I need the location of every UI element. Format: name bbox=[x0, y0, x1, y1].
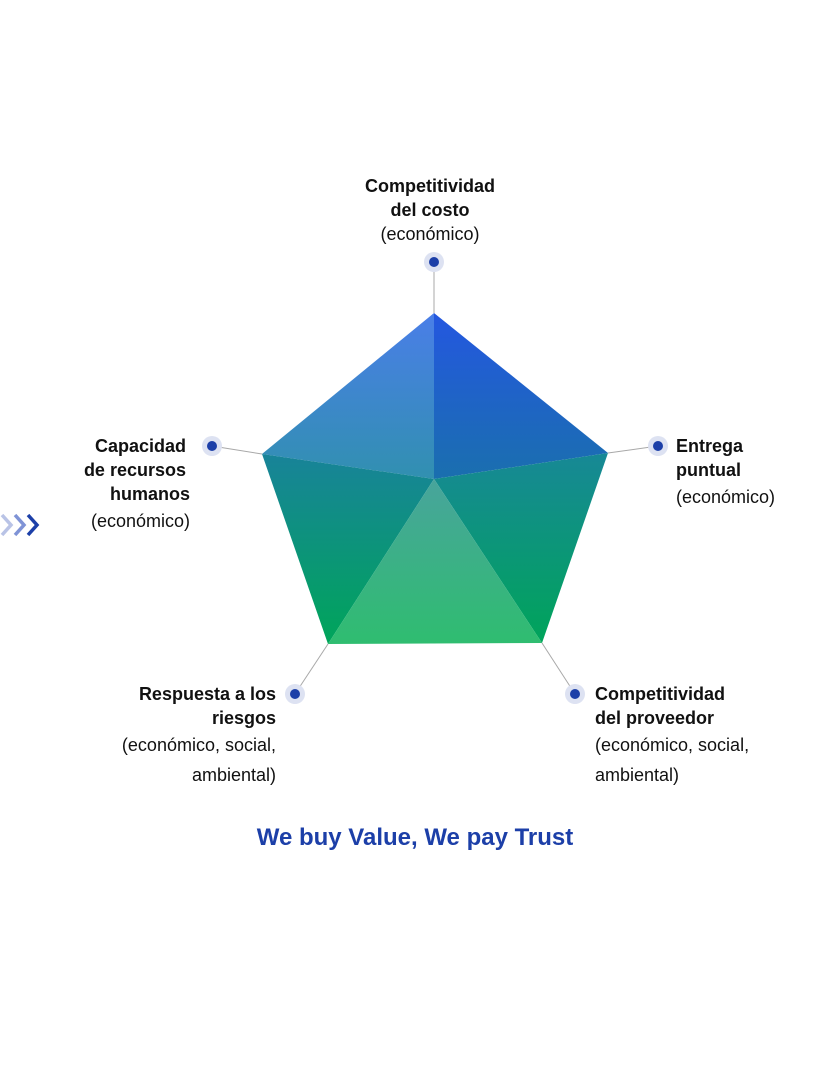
label-subtitle: ambiental) bbox=[595, 765, 680, 785]
label-title: humanos bbox=[109, 484, 190, 504]
label-title: Competitividad bbox=[595, 684, 726, 704]
node-dot-bottom-right bbox=[565, 684, 585, 704]
node-dot-left bbox=[202, 436, 222, 456]
node-dot-top bbox=[424, 252, 444, 272]
chevron-arrows-icon bbox=[0, 513, 40, 537]
label-title: de recursos bbox=[83, 460, 186, 480]
label-title: Entrega bbox=[676, 436, 744, 456]
label-subtitle: (económico) bbox=[676, 487, 776, 507]
label-title: puntual bbox=[676, 460, 741, 480]
node-dot-bottom-left bbox=[285, 684, 305, 704]
tagline: We buy Value, We pay Trust bbox=[256, 824, 574, 851]
segment-delivery bbox=[434, 453, 608, 643]
label-cost-competitiveness: Competitividad del costo (económico) bbox=[330, 174, 530, 246]
label-title: riesgos bbox=[211, 708, 276, 728]
segment-cost bbox=[434, 313, 608, 479]
label-title: del proveedor bbox=[595, 708, 715, 728]
label-title: Competitividad bbox=[364, 176, 495, 196]
label-subtitle: ambiental) bbox=[191, 765, 276, 785]
label-title: Capacidad bbox=[94, 436, 186, 456]
label-title: del costo bbox=[390, 200, 470, 220]
segment-bottom bbox=[328, 479, 542, 644]
label-subtitle: (económico, social, bbox=[595, 735, 750, 755]
label-human-resources: Capacidad de recursos humanos (económico… bbox=[40, 434, 190, 536]
label-on-time-delivery: Entrega puntual (económico) bbox=[676, 434, 826, 512]
connector-bottom-right bbox=[541, 642, 576, 695]
label-subtitle: (económico) bbox=[90, 511, 190, 531]
segment-top-left bbox=[262, 313, 434, 479]
label-title: Respuesta a los bbox=[138, 684, 276, 704]
label-supplier-competitiveness: Competitividad del proveedor (económico,… bbox=[595, 682, 815, 790]
node-dot-right bbox=[648, 436, 668, 456]
label-subtitle: (económico) bbox=[380, 224, 480, 244]
label-subtitle: (económico, social, bbox=[121, 735, 276, 755]
segment-hr bbox=[262, 454, 434, 644]
label-risk-response: Respuesta a los riesgos (económico, soci… bbox=[56, 682, 276, 790]
